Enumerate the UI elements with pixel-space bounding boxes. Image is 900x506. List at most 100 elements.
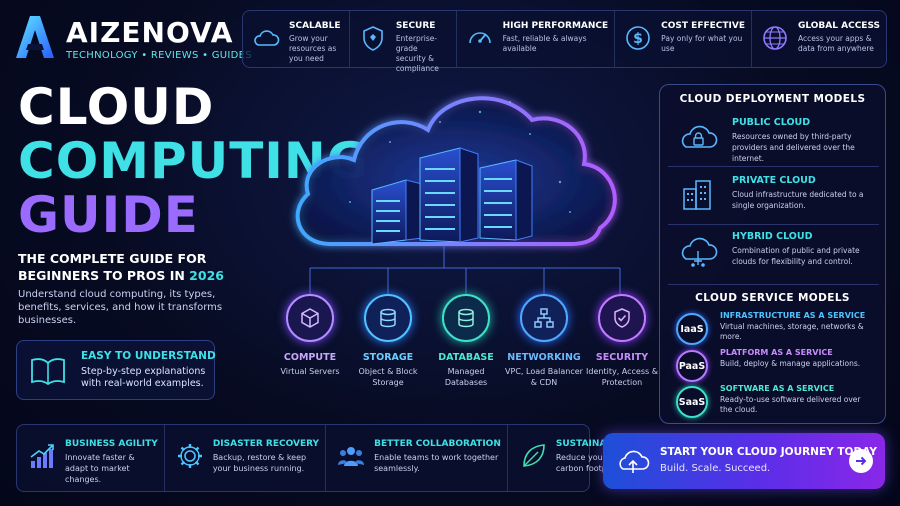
service-icon-circle <box>598 294 646 342</box>
database-icon <box>458 308 474 328</box>
service-desc: Virtual Servers <box>280 367 340 376</box>
shield-check-icon <box>614 308 630 328</box>
benefit-desc: Backup, restore & keep your business run… <box>212 453 307 473</box>
title-line-1: CLOUD <box>18 78 215 136</box>
deployment-title: HYBRID CLOUD <box>732 231 813 242</box>
deployment-title: PUBLIC CLOUD <box>732 117 811 128</box>
deployment-private: PRIVATE CLOUD Cloud infrastructure dedic… <box>668 171 879 225</box>
model-badge: IaaS <box>676 313 708 345</box>
feature-desc: Access your apps & data from anywhere <box>797 34 874 53</box>
benefit-collaboration: BETTER COLLABORATION Enable teams to wor… <box>326 425 508 491</box>
brand-name: AIZENOVA <box>66 16 234 49</box>
arrow-right-glyph <box>856 456 867 466</box>
globe-icon <box>763 26 787 50</box>
arrow-right-icon[interactable] <box>849 449 873 473</box>
dollar-icon: $ <box>626 26 650 50</box>
feature-title: SCALABLE <box>289 21 341 31</box>
brand: AIZENOVA TECHNOLOGY • REVIEWS • GUIDES <box>14 12 252 64</box>
deployment-title: PRIVATE CLOUD <box>732 175 816 186</box>
model-desc: Build, deploy & manage applications. <box>720 359 861 368</box>
cloud-lock-icon <box>681 125 718 148</box>
gear-icon <box>177 444 202 468</box>
subtitle-year: 2026 <box>189 268 224 283</box>
team-icon <box>338 447 365 466</box>
easy-title: EASY TO UNDERSTAND <box>81 350 216 362</box>
model-desc: Virtual machines, storage, networks & mo… <box>720 322 864 341</box>
model-iaas: IaaS INFRASTRUCTURE AS A SERVICE Virtual… <box>668 311 879 347</box>
cloud-illustration <box>295 96 621 298</box>
service-compute: COMPUTE Virtual Servers <box>270 294 350 377</box>
feature-title: HIGH PERFORMANCE <box>502 21 609 31</box>
model-badge: SaaS <box>676 386 708 418</box>
service-title: NETWORKING <box>507 352 581 363</box>
benefit-desc: Enable teams to work together seamlessly… <box>374 453 499 473</box>
service-title: SECURITY <box>595 352 649 363</box>
easy-desc: Step-by-step explanations with real-worl… <box>81 366 206 389</box>
benefit-desc: Innovate faster & adapt to market change… <box>65 453 135 484</box>
speedometer-icon <box>468 32 491 44</box>
benefit-agility: BUSINESS AGILITY Innovate faster & adapt… <box>17 425 165 491</box>
brand-logo-icon <box>16 16 54 58</box>
cube-icon <box>301 308 319 328</box>
service-desc: Object & Block Storage <box>358 367 418 387</box>
deployment-public: PUBLIC CLOUD Resources owned by third-pa… <box>668 113 879 167</box>
benefit-title: BUSINESS AGILITY <box>65 439 158 449</box>
service-icon-circle <box>442 294 490 342</box>
deployment-hybrid: HYBRID CLOUD Combination of public and p… <box>668 227 879 285</box>
deployment-desc: Cloud infrastructure dedicated to a sing… <box>732 190 864 210</box>
service-desc: Identity, Access & Protection <box>586 367 658 387</box>
feature-performance: HIGH PERFORMANCE Fast, reliable & always… <box>457 11 616 67</box>
network-icon <box>534 308 554 328</box>
subtitle-text: THE COMPLETE GUIDE FOR BEGINNERS TO PROS… <box>18 251 207 283</box>
cta-button[interactable]: START YOUR CLOUD JOURNEY TODAY Build. Sc… <box>603 433 885 489</box>
benefit-title: DISASTER RECOVERY <box>212 439 320 449</box>
model-saas: SaaS SOFTWARE AS A SERVICE Ready-to-use … <box>668 384 879 420</box>
benefit-desc: Reduce your carbon footprint. <box>555 453 624 473</box>
growth-chart-icon <box>30 444 54 468</box>
benefit-title: BETTER COLLABORATION <box>374 439 501 449</box>
benefits-bar: BUSINESS AGILITY Innovate faster & adapt… <box>16 424 625 492</box>
subtitle: THE COMPLETE GUIDE FOR BEGINNERS TO PROS… <box>18 250 278 284</box>
brand-tagline: TECHNOLOGY • REVIEWS • GUIDES <box>66 50 252 61</box>
service-title: DATABASE <box>438 352 494 363</box>
feature-desc: Grow your resources as you need <box>289 34 337 63</box>
service-desc: Managed Databases <box>444 367 488 387</box>
cta-title: START YOUR CLOUD JOURNEY TODAY <box>660 446 877 458</box>
service-title: COMPUTE <box>283 352 337 363</box>
services-row: COMPUTE Virtual Servers STORAGE Object &… <box>256 246 658 406</box>
benefit-sustainable: SUSTAINABLE Reduce your carbon footprint… <box>508 425 631 491</box>
cloud-upload-icon <box>619 450 650 473</box>
feature-title: COST EFFECTIVE <box>661 21 745 31</box>
deployment-desc: Combination of public and private clouds… <box>732 246 860 266</box>
service-icon-circle <box>364 294 412 342</box>
top-feature-bar: SCALABLE Grow your resources as you need… <box>242 10 887 73</box>
service-title: STORAGE <box>362 352 414 363</box>
benefit-disaster-recovery: DISASTER RECOVERY Backup, restore & keep… <box>165 425 327 491</box>
feature-secure: SECURE Enterprise-grade security & compl… <box>350 11 457 73</box>
service-storage: STORAGE Object & Block Storage <box>348 294 428 388</box>
cloud-sync-icon <box>681 237 718 267</box>
intro-text: Understand cloud computing, its types, b… <box>18 289 223 326</box>
service-database: DATABASE Managed Databases <box>426 294 506 388</box>
feature-global: GLOBAL ACCESS Access your apps & data fr… <box>752 11 886 67</box>
service-icon-circle <box>286 294 334 342</box>
title-line-3: GUIDE <box>18 186 199 244</box>
service-models-heading: CLOUD SERVICE MODELS <box>695 292 850 304</box>
service-desc: VPC, Load Balancer & CDN <box>505 367 583 387</box>
feature-desc: Pay only for what you use <box>661 34 743 53</box>
model-desc: Ready-to-use software delivered over the… <box>720 395 861 414</box>
service-icon-circle <box>520 294 568 342</box>
easy-to-understand-card: EASY TO UNDERSTAND Step-by-step explanat… <box>16 340 216 400</box>
cta-subtitle: Build. Scale. Succeed. <box>660 463 771 474</box>
svg-text:$: $ <box>633 31 643 47</box>
feature-cost: $ COST EFFECTIVE Pay only for what you u… <box>615 11 752 67</box>
feature-title: GLOBAL ACCESS <box>797 21 881 31</box>
deployment-heading: CLOUD DEPLOYMENT MODELS <box>679 93 866 105</box>
models-panel: CLOUD DEPLOYMENT MODELS PUBLIC CLOUD Res… <box>659 84 886 424</box>
service-security: SECURITY Identity, Access & Protection <box>582 294 662 388</box>
feature-desc: Enterprise-grade security & compliance <box>395 34 439 73</box>
deployment-desc: Resources owned by third-party providers… <box>732 132 855 163</box>
leaf-icon <box>523 444 545 467</box>
feature-desc: Fast, reliable & always available <box>502 34 587 53</box>
service-networking: NETWORKING VPC, Load Balancer & CDN <box>504 294 584 388</box>
